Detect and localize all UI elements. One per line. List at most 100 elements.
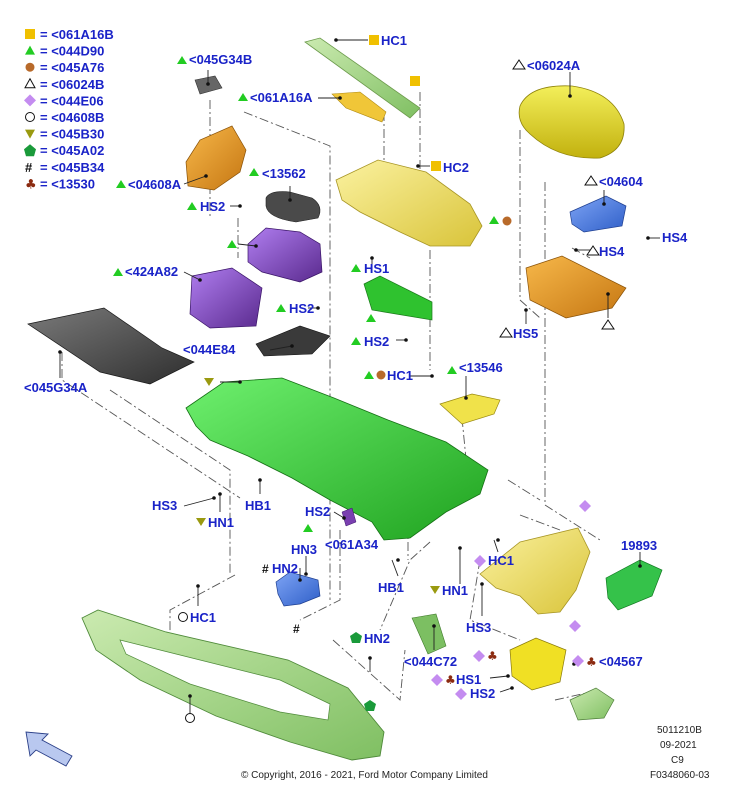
direction-arrow-icon [25,731,73,767]
square-marker [431,161,441,171]
diamond-marker [569,620,581,632]
triangle-marker [227,240,237,248]
front-frame [479,527,591,615]
label-044e84: <044E84 [183,342,236,357]
small-trim-061a16a [331,91,387,123]
blue-bracket-04604 [569,195,627,233]
legend-pentagon-icon [24,144,36,157]
armrest-lid [518,85,625,159]
legend-entry-text: = <044D90 [40,44,104,59]
triangle-marker [238,93,248,101]
legend-triangle-icon [25,45,35,55]
legend-triangle-outline-icon [24,77,36,89]
legend-square-icon [25,29,35,39]
triangle-marker [276,304,286,312]
square-marker [410,76,420,86]
copyright-text: © Copyright, 2016 - 2021, Ford Motor Com… [241,770,488,781]
blue-bracket-lower [275,571,321,607]
label-hn1-a: HN1 [208,515,234,530]
top-trim-strip [304,37,421,119]
label-hs5: HS5 [513,326,538,341]
label-hc1-mid: HC1 [387,368,413,383]
triangle-marker [177,56,187,64]
label-hn2-a: HN2 [272,561,298,576]
label-hc1-right: HC1 [488,553,514,568]
triangle-marker [489,216,499,224]
code-line-3: C9 [671,755,684,766]
main-console-bin [185,377,489,541]
circle-outline-marker [185,713,195,723]
triangle-down-marker [204,378,214,386]
label-19893: 19893 [621,538,657,553]
legend-entry-text: = <045A02 [40,143,104,158]
legend-triangle-down-icon [25,129,35,139]
label-hs3-b: HS3 [466,620,491,635]
legend: = <061A16B= <044D90= <045A76= <06024B= <… [24,27,114,192]
label-hb1-a: HB1 [245,498,271,513]
label-061a34: <061A34 [325,537,379,552]
triangle-down-marker [430,586,440,594]
code-line-2: 09-2021 [660,740,697,751]
triangle-marker [303,524,313,532]
pentagon-marker [364,700,376,711]
legend-entry-text: = <04608B [40,110,104,125]
label-hs2-e: HS2 [470,686,495,701]
cup-mat-13562 [265,191,321,223]
label-04604: <04604 [599,174,644,189]
storage-tray-13546 [439,393,501,425]
cup-insert [569,687,615,721]
footer: © Copyright, 2016 - 2021, Ford Motor Com… [241,725,710,781]
label-hs1-b: HS1 [456,672,481,687]
square-marker [369,35,379,45]
legend-hash-icon: # [25,160,33,175]
label-424a82: <424A82 [125,264,178,279]
legend-entry-text: = <06024B [40,77,104,92]
label-061a16a: <061A16A [250,90,313,105]
label-hs1-a: HS1 [364,261,389,276]
label-045g34a: <045G34A [24,380,88,395]
code-line-4: F0348060-03 [650,770,710,781]
cup-holder [247,227,323,283]
label-06024a: <06024A [527,58,581,73]
triangle-marker [116,180,126,188]
hash-marker: # [293,622,300,636]
club-marker: ♣ [445,673,456,687]
label-hs2-b: HS2 [289,301,314,316]
hash-marker: # [262,562,269,576]
triangle-marker [351,264,361,272]
circle-marker [502,216,512,226]
bin-tray-right [525,255,627,319]
label-hn3: HN3 [291,542,317,557]
triangle-outline-marker [499,327,513,338]
diamond-marker [473,650,485,662]
wedge-044c72 [411,613,447,655]
triangle-marker [366,314,376,322]
label-044c72: <044C72 [404,654,457,669]
label-04567: <04567 [599,654,643,669]
label-13562: <13562 [262,166,306,181]
label-hb1-b: HB1 [378,580,404,595]
label-hs2-c: HS2 [364,334,389,349]
triangle-marker [113,268,123,276]
legend-entry-text: = <044E06 [40,93,104,108]
triangle-outline-marker [586,245,600,256]
bottom-trim-cutout [119,639,331,721]
circle-outline-marker [178,612,188,622]
diamond-marker [455,688,467,700]
legend-entry-text: = <045A76 [40,60,104,75]
legend-entry-text: = <045B34 [40,160,105,175]
label-hn1-b: HN1 [442,583,468,598]
clip-061a34 [341,507,357,527]
label-hs4-b: HS4 [599,244,625,259]
parts [25,37,663,767]
label-13546: <13546 [459,360,503,375]
label-hs2-d: HS2 [305,504,330,519]
label-hs2-a: HS2 [200,199,225,214]
storage-panel-424a82 [189,267,263,329]
label-hs4-a: HS4 [662,230,688,245]
triangle-marker [447,366,457,374]
side-panel-044e84 [255,325,331,357]
legend-circle-outline-icon [25,112,35,122]
part-labels: HC1 <045G34B <061A16A <06024A HC2 <04608… [24,33,688,701]
